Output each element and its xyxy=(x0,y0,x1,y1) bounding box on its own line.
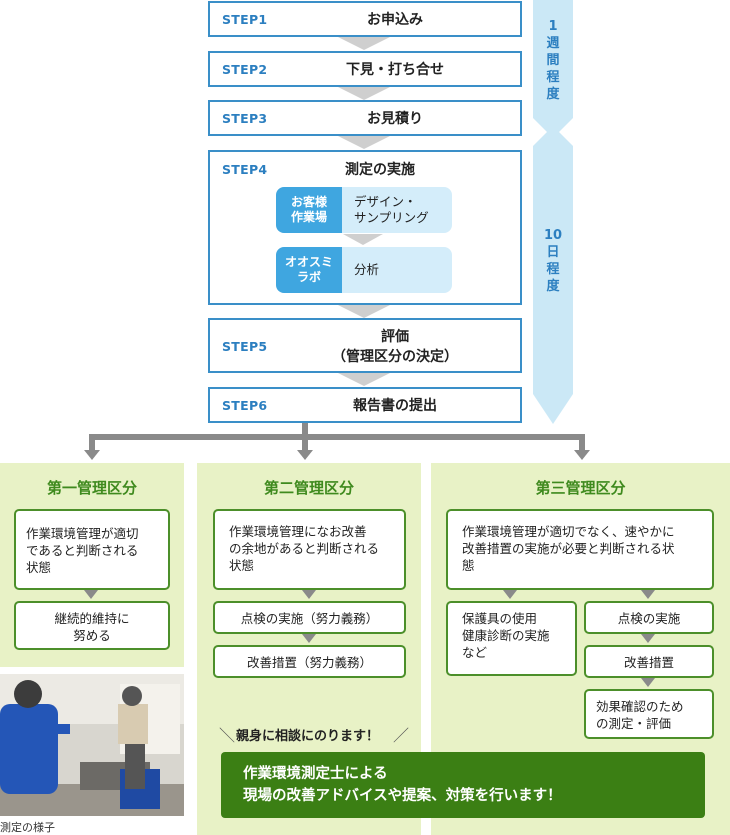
flow-arrow xyxy=(641,634,655,643)
category2-state: 作業環境管理になお改善 の余地があると判断される 状態 xyxy=(213,509,406,590)
advice-banner: 作業環境測定士による 現場の改善アドバイスや提案、対策を行います！ xyxy=(221,752,705,818)
sub-text: デザイン・サンプリング xyxy=(342,187,452,233)
consult-slash-right: ／ xyxy=(393,726,410,745)
tree-arrow-1 xyxy=(84,450,100,460)
flow-arrow xyxy=(84,590,98,599)
tree-drop-2 xyxy=(302,434,308,450)
step-label: STEP1 xyxy=(222,12,268,27)
sub-tag: オオスミラボ xyxy=(276,247,342,293)
category1-title: 第一管理区分 xyxy=(46,479,137,497)
step-label: STEP5 xyxy=(222,339,268,354)
step-title: 測定の実施 xyxy=(345,162,415,178)
step5-box: STEP5 評価 （管理区分の決定） xyxy=(208,318,522,373)
tree-arrow-3 xyxy=(574,450,590,460)
step-label: STEP6 xyxy=(222,398,268,413)
step-arrow xyxy=(338,136,390,149)
step-label: STEP3 xyxy=(222,111,268,126)
timeline-10days: 10 日 程 度 xyxy=(543,228,563,294)
step1-box: STEP1 お申込み xyxy=(208,1,522,37)
tree-drop-1 xyxy=(89,434,95,450)
category3-improvement: 改善措置 xyxy=(584,645,714,678)
step-title: 評価 （管理区分の決定） xyxy=(332,329,458,365)
step3-box: STEP3 お見積り xyxy=(208,100,522,136)
measurement-photo xyxy=(0,674,184,816)
banner-line1: 作業環境測定士による xyxy=(243,766,388,782)
category3-state: 作業環境管理が適切でなく、速やかに 改善措置の実施が必要と判断される状 態 xyxy=(446,509,714,590)
sub-arrow xyxy=(343,234,383,245)
step-arrow xyxy=(338,305,390,318)
step6-box: STEP6 報告書の提出 xyxy=(208,387,522,423)
category3-inspection: 点検の実施 xyxy=(584,601,714,634)
step4-sub-lab: オオスミラボ 分析 xyxy=(276,247,452,293)
step-title: お見積り xyxy=(367,111,423,127)
flow-arrow xyxy=(641,678,655,687)
flow-arrow xyxy=(503,590,517,599)
step2-box: STEP2 下見・打ち合せ xyxy=(208,51,522,87)
flow-arrow xyxy=(302,590,316,599)
tree-stem xyxy=(302,423,308,438)
step-title: 報告書の提出 xyxy=(353,398,437,414)
banner-line2: 現場の改善アドバイスや提案、対策を行います！ xyxy=(243,788,562,804)
tree-arrow-2 xyxy=(297,450,313,460)
category3-title: 第三管理区分 xyxy=(535,479,626,497)
step-arrow xyxy=(338,37,390,50)
category2-inspection: 点検の実施（努力義務） xyxy=(213,601,406,634)
tree-drop-3 xyxy=(579,434,585,450)
step-label: STEP2 xyxy=(222,62,268,77)
timeline-arrow xyxy=(533,0,573,424)
category1-state: 作業環境管理が適切 であると判断される 状態 xyxy=(14,509,170,590)
flow-arrow xyxy=(302,634,316,643)
consult-text: 親身に相談にのります！ xyxy=(236,729,380,744)
sub-text: 分析 xyxy=(342,247,452,293)
consult-slash-left: ＼ xyxy=(219,726,236,745)
category3-verification: 効果確認のため の測定・評価 xyxy=(584,689,714,739)
category1-action: 継続的維持に 努める xyxy=(14,601,170,650)
sub-tag: お客様作業場 xyxy=(276,187,342,233)
step-title: お申込み xyxy=(367,12,423,28)
step-title: 下見・打ち合せ xyxy=(346,62,444,78)
step-label: STEP4 xyxy=(222,162,268,177)
photo-caption: 測定の様子 xyxy=(0,821,55,834)
step-arrow xyxy=(338,87,390,100)
flow-arrow xyxy=(641,590,655,599)
step-arrow xyxy=(338,373,390,386)
tree-branch xyxy=(89,434,585,440)
step4-sub-customer: お客様作業場 デザイン・サンプリング xyxy=(276,187,452,233)
category2-title: 第二管理区分 xyxy=(263,479,354,497)
category2-improvement: 改善措置（努力義務） xyxy=(213,645,406,678)
timeline-week: 1 週 間 程 度 xyxy=(546,19,560,102)
category3-protection: 保護具の使用 健康診断の実施 など xyxy=(446,601,577,676)
